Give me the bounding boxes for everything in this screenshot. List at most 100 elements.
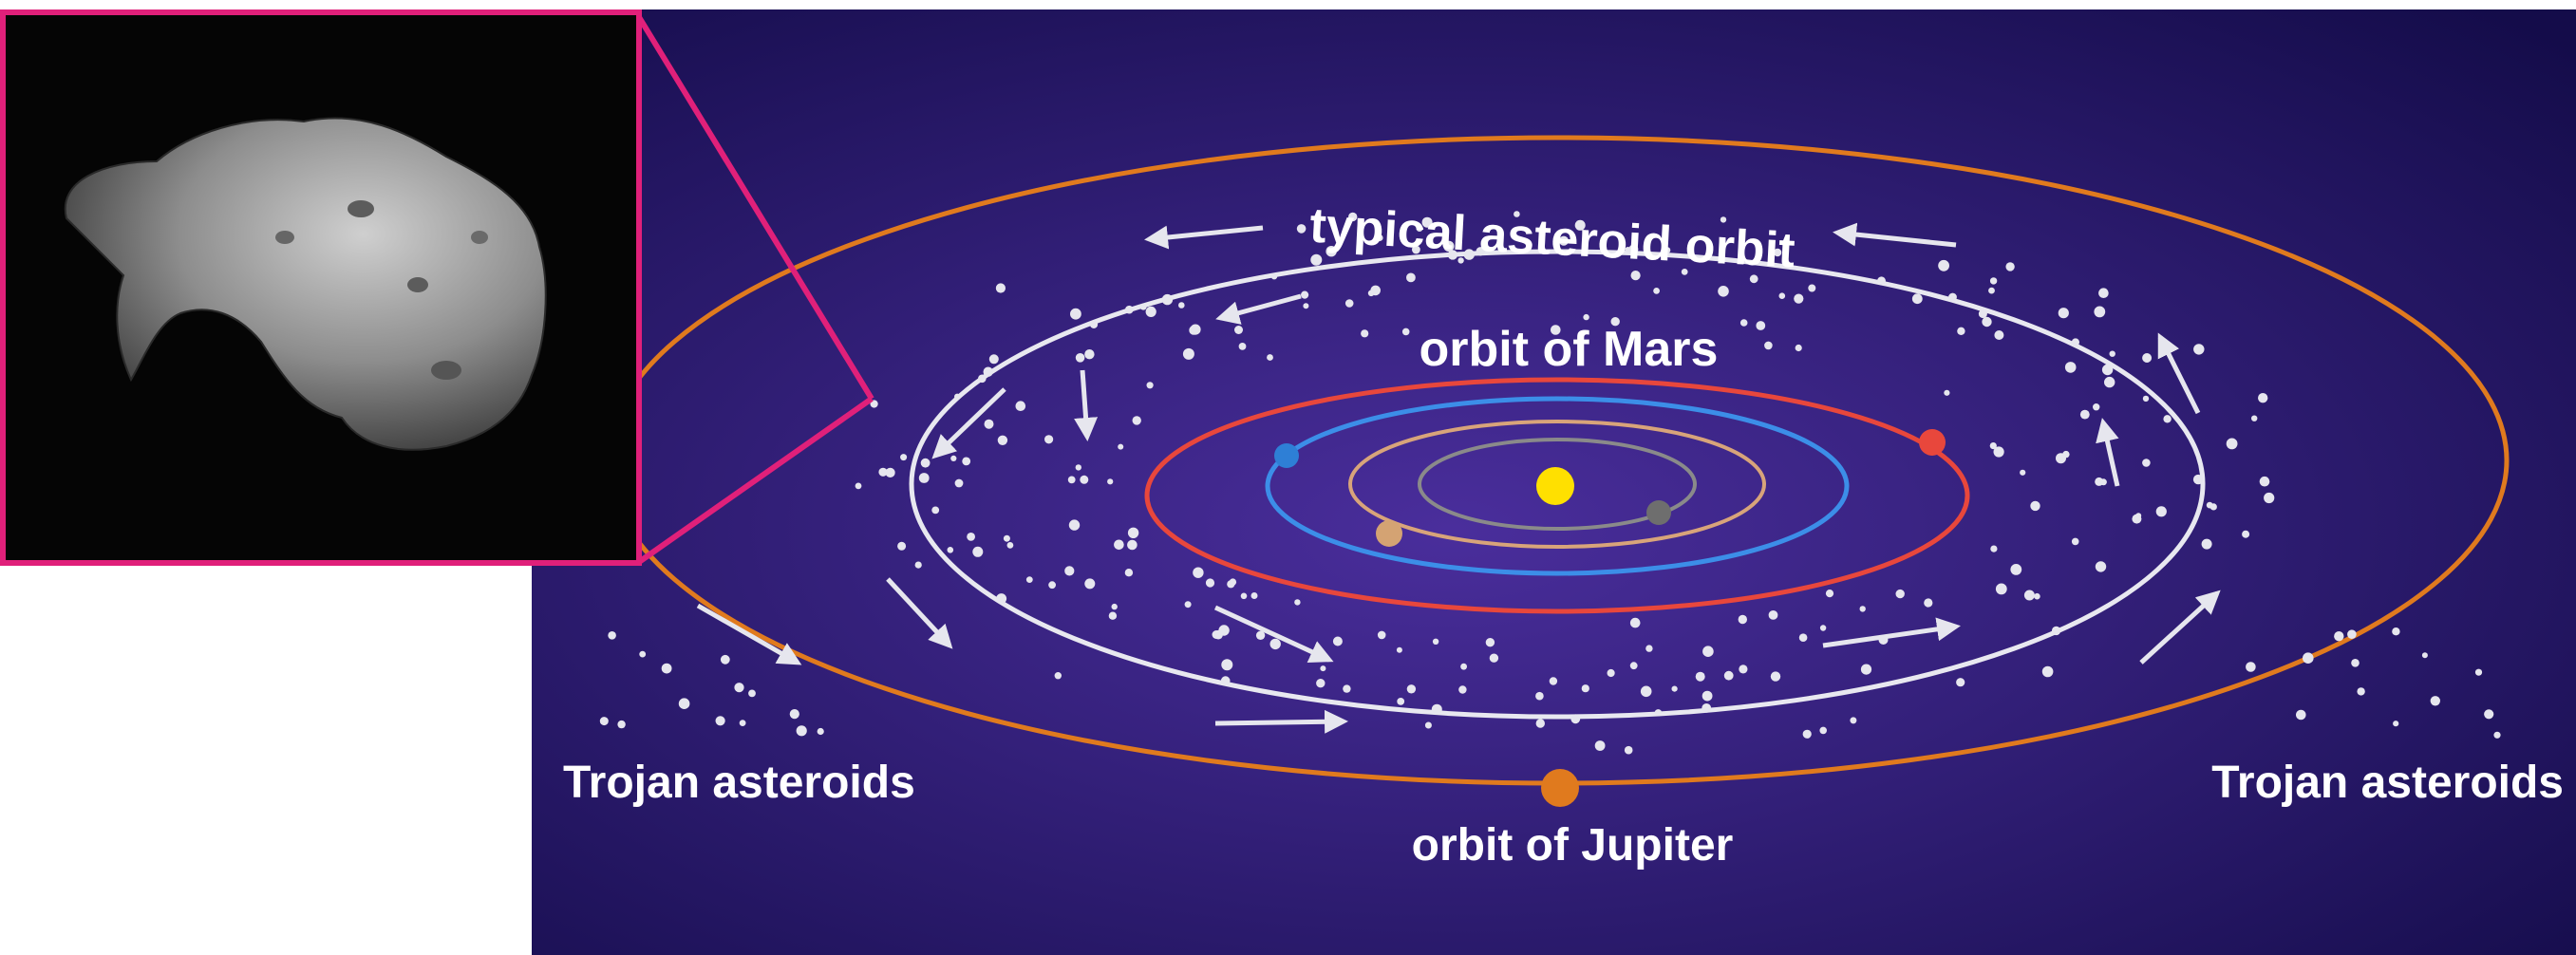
trojan-asteroid-dot [817, 727, 824, 736]
asteroid-dot [897, 541, 907, 551]
asteroid-dot [1607, 668, 1615, 678]
asteroid-dot [1720, 216, 1727, 223]
asteroid-dot [1145, 306, 1156, 317]
asteroid-dot [1989, 442, 1997, 450]
asteroid-dot [1988, 287, 1995, 294]
asteroid-dot [1421, 216, 1433, 228]
asteroid-dot [1738, 614, 1748, 625]
asteroid-dot [1054, 672, 1062, 680]
trojan-asteroid-dot [2484, 709, 2494, 720]
asteroid-dot [1460, 663, 1467, 670]
trojan-asteroid-dot [720, 654, 730, 665]
asteroid-photo [64, 117, 547, 451]
asteroid-dot [1397, 698, 1405, 705]
asteroid-dot [1070, 308, 1081, 320]
asteroid-dot [1994, 330, 2004, 340]
asteroid-dot [1089, 320, 1099, 328]
asteroid-dot [972, 546, 984, 557]
asteroid-dot [1161, 293, 1174, 306]
asteroid-dot [2142, 395, 2150, 403]
asteroid-dot [1574, 219, 1586, 231]
asteroid-dot [1654, 709, 1663, 717]
asteroid-dot [1124, 569, 1134, 577]
asteroid-dot [954, 393, 961, 400]
asteroid-dot [2101, 364, 2114, 376]
mars-orbit-label: orbit of Mars [1420, 322, 1719, 377]
asteroid-dot [1075, 353, 1085, 363]
asteroid-dot [1075, 464, 1082, 471]
asteroid-dot [2206, 501, 2213, 509]
asteroid-dot [1764, 341, 1773, 350]
asteroid-dot [855, 482, 862, 490]
asteroid-dot [1184, 601, 1192, 609]
asteroid-dot [1798, 633, 1808, 642]
earth-orbit [1265, 396, 1850, 576]
asteroid-dot [2098, 288, 2109, 299]
trojan-asteroid-dot [2351, 659, 2360, 667]
asteroid-dot [2020, 469, 2026, 476]
crater [348, 200, 374, 217]
asteroid-dot [1310, 253, 1323, 266]
asteroid-dot [1535, 719, 1546, 728]
asteroid-dot [1859, 606, 1866, 612]
motion-arrow-icon [2157, 332, 2201, 415]
asteroid-dot [2155, 506, 2167, 517]
asteroid-dot [2142, 353, 2153, 363]
asteroid-dot [984, 419, 994, 429]
asteroid-dot [1125, 305, 1134, 314]
asteroid-dot [1025, 576, 1033, 583]
asteroid-dot [2251, 415, 2258, 421]
asteroid-dot [1924, 598, 1933, 608]
trojan-asteroid-dot [796, 725, 807, 737]
asteroid-dot [2226, 438, 2238, 450]
asteroid-dot [1343, 684, 1351, 693]
asteroid-dot [1957, 327, 1965, 335]
asteroid-dot [1739, 665, 1748, 674]
asteroid-dot [1080, 475, 1089, 484]
asteroid-dot [1344, 299, 1354, 308]
asteroid-dot [1476, 247, 1485, 256]
asteroid-dot [1702, 690, 1713, 702]
asteroid-dot [1250, 592, 1258, 599]
trojan-asteroid-dot [2357, 687, 2365, 696]
trojan-asteroids-right-label: Trojan asteroids [2211, 758, 2564, 808]
asteroid-dot [1401, 328, 1410, 336]
asteroid-dot [2058, 308, 2069, 319]
trojan-asteroid-dot [748, 689, 756, 698]
trojan-asteroid-dot [2246, 662, 2256, 672]
asteroid-dot [1640, 685, 1652, 698]
asteroid-dot [2258, 393, 2268, 403]
trojan-asteroid-dot [734, 683, 744, 693]
asteroid-dot [1778, 292, 1786, 300]
asteroid-dot [1749, 274, 1758, 284]
asteroid-dot [1773, 248, 1782, 257]
asteroid-dot [1416, 225, 1423, 232]
asteroid-dot [1756, 321, 1766, 330]
trojan-asteroid-dot [617, 720, 626, 729]
asteroid-dot [1551, 325, 1561, 335]
asteroid-dot [1702, 646, 1714, 657]
asteroid-dot [1146, 382, 1154, 389]
asteroid-dot [1139, 303, 1147, 310]
asteroid-dot [1044, 435, 1054, 444]
asteroid-dot [1132, 416, 1141, 425]
asteroid-dot [1629, 617, 1641, 628]
asteroid-dot [1111, 603, 1118, 610]
asteroid-dot [1825, 590, 1834, 598]
asteroid-dot [1114, 539, 1124, 551]
asteroid-dot [978, 374, 987, 384]
inset-pointer-line-top [636, 15, 874, 401]
asteroid-dot [947, 547, 954, 553]
asteroid-dot [2163, 415, 2172, 423]
asteroid-dot [1316, 679, 1326, 688]
trojan-asteroid-dot [2392, 627, 2400, 636]
asteroid-dot [1645, 645, 1653, 652]
asteroid-dot [2071, 537, 2079, 546]
asteroid-dot [1396, 646, 1402, 653]
asteroid-dot [1431, 703, 1442, 715]
asteroid-dot [1326, 246, 1337, 257]
motion-arrow-icon [2139, 590, 2221, 665]
asteroid-dot [1770, 671, 1781, 682]
asteroid-dot [1332, 636, 1343, 646]
